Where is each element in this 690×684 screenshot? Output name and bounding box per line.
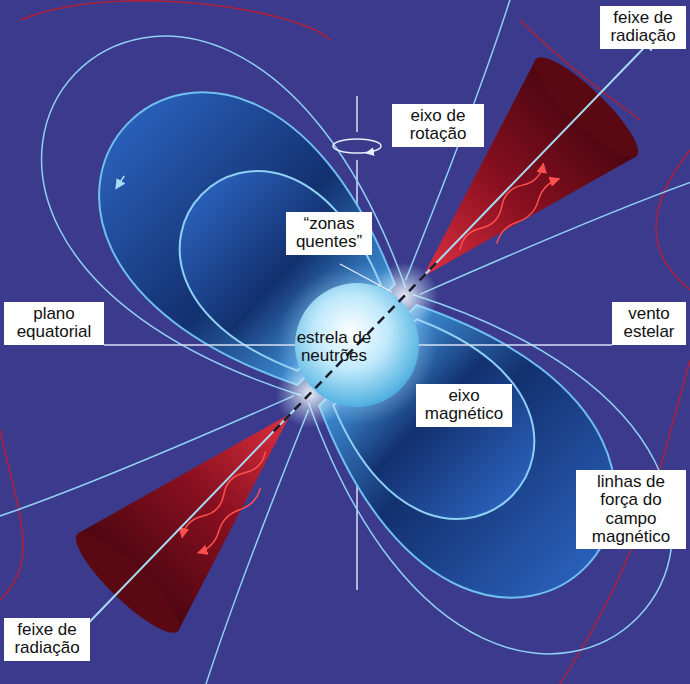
part-label: eixo magnético xyxy=(416,384,512,427)
part-label: estrela de neutrões xyxy=(282,326,386,369)
part-label: eixo de rotação xyxy=(392,104,484,147)
part-label: plano equatorial xyxy=(4,302,104,345)
part-label: “zonas quentes” xyxy=(286,212,372,255)
part-label: linhas de força do campo magnético xyxy=(576,470,686,549)
part-label: feixe de radiação xyxy=(600,6,686,49)
part-label: feixe de radiação xyxy=(4,618,90,661)
part-label: vento estelar xyxy=(612,302,686,345)
